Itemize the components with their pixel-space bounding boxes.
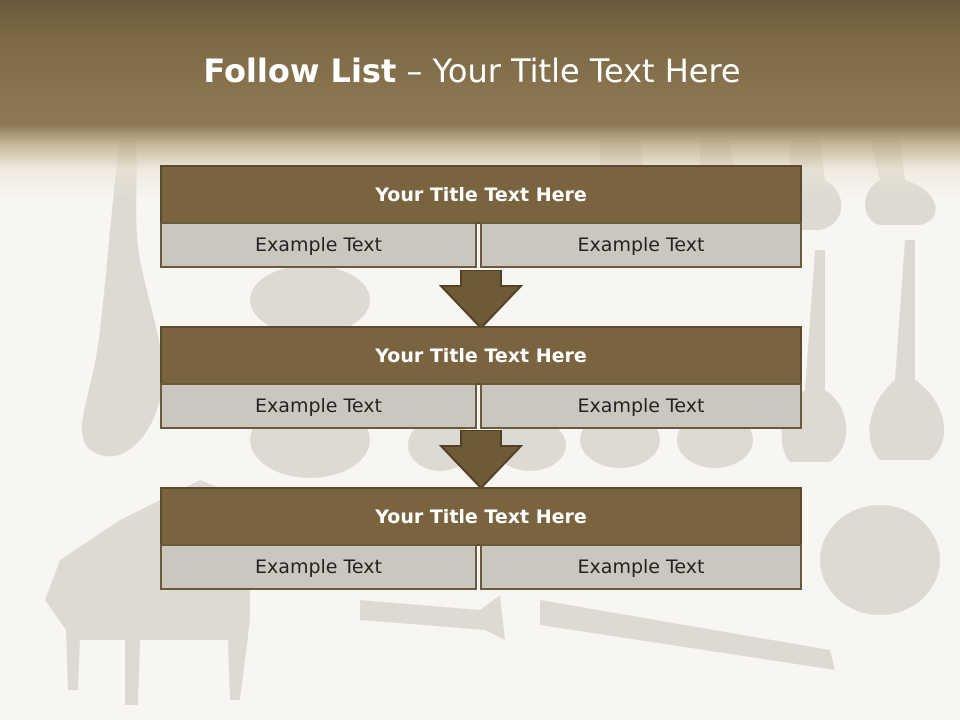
banjo-icon <box>250 265 370 335</box>
block-cell-left[interactable]: Example Text <box>160 544 477 590</box>
down-arrow-icon <box>439 430 523 490</box>
trumpet-icon <box>360 595 505 640</box>
block-cell-left[interactable]: Example Text <box>160 383 477 429</box>
block-cell-right[interactable]: Example Text <box>480 222 802 268</box>
block-cell-right[interactable]: Example Text <box>480 544 802 590</box>
trombone-icon <box>540 600 835 670</box>
slide-title: Follow List – Your Title Text Here <box>0 52 944 90</box>
block-title[interactable]: Your Title Text Here <box>160 326 802 385</box>
slide-title-rest: – Your Title Text Here <box>406 52 741 90</box>
block-title[interactable]: Your Title Text Here <box>160 487 802 546</box>
block-cell-right[interactable]: Example Text <box>480 383 802 429</box>
saxophone-icon <box>81 140 163 457</box>
down-arrow-icon <box>439 270 523 330</box>
french-horn-icon <box>820 505 940 615</box>
slide-title-bold: Follow List <box>203 52 397 90</box>
electric-guitar-icon <box>869 240 945 460</box>
block-title[interactable]: Your Title Text Here <box>160 165 802 224</box>
block-cell-left[interactable]: Example Text <box>160 222 477 268</box>
guitar-body-icon <box>494 419 566 471</box>
